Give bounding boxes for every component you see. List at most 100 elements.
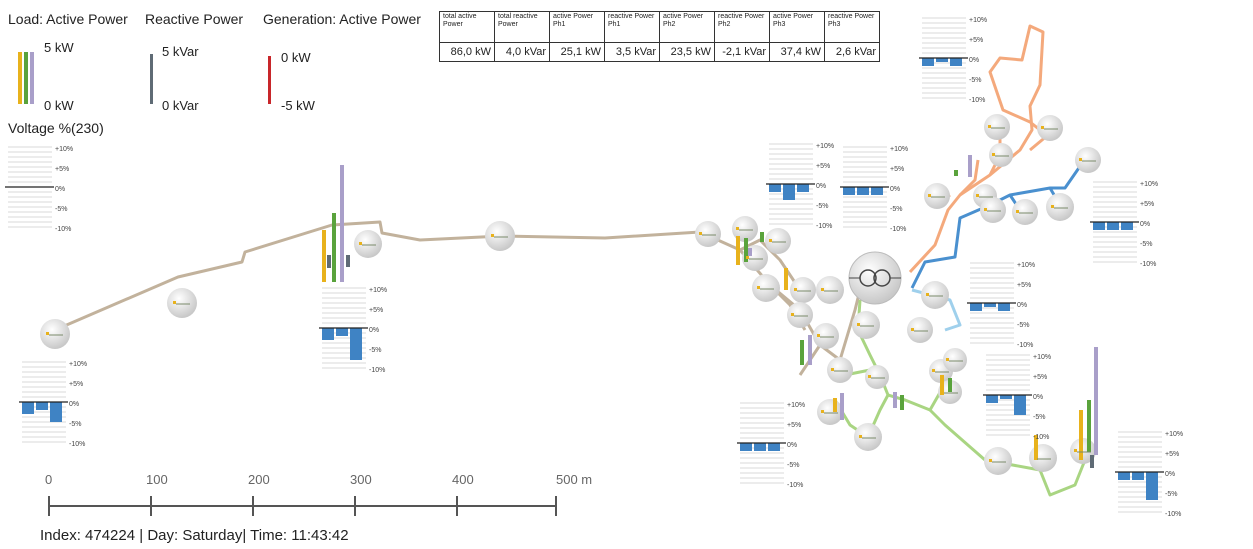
- power-bar: [833, 398, 837, 412]
- voltage-tick-label: 0%: [1017, 302, 1027, 309]
- node-mark: [946, 358, 949, 361]
- scale-bar-line: [48, 505, 556, 507]
- voltage-tick-label: 0%: [890, 186, 900, 193]
- totals-value-cell: 37,4 kW: [769, 42, 825, 62]
- node-icon: [1029, 444, 1057, 472]
- voltage-tick-label: 0%: [1140, 221, 1150, 228]
- node-icon: [354, 230, 382, 258]
- voltage-tick-label: +5%: [1140, 201, 1154, 208]
- power-bar: [340, 165, 344, 282]
- status-line: Index: 474224 | Day: Saturday| Time: 11:…: [40, 527, 349, 544]
- node-icon: [980, 197, 1006, 223]
- node-icon: [854, 423, 882, 451]
- node-icon: [852, 311, 880, 339]
- voltage-tick-label: +10%: [787, 402, 805, 409]
- voltage-tick-label: -5%: [369, 347, 381, 354]
- node-mark: [491, 234, 494, 237]
- node-icon: [924, 183, 950, 209]
- voltage-tick-label: -5%: [1017, 322, 1029, 329]
- voltage-bar: [22, 402, 34, 414]
- voltage-bar: [950, 58, 962, 66]
- totals-value-cell: 2,6 kVar: [824, 42, 880, 62]
- node-mark: [831, 368, 834, 371]
- voltage-bar: [1132, 472, 1144, 480]
- voltage-tick-label: -10%: [369, 367, 385, 374]
- node-mark: [699, 232, 702, 235]
- totals-value-cell: 23,5 kW: [659, 42, 715, 62]
- power-bar: [744, 238, 748, 262]
- voltage-tick-label: +10%: [1165, 431, 1183, 438]
- node-mark: [1041, 126, 1044, 129]
- voltage-bar: [322, 328, 334, 340]
- voltage-tick-label: 0%: [69, 401, 79, 408]
- node-icon: [984, 447, 1012, 475]
- voltage-bar: [1093, 222, 1105, 230]
- totals-header-row: total active Power total reactive Power …: [439, 11, 880, 43]
- node-mark: [821, 410, 824, 413]
- node-icon: [1037, 115, 1063, 141]
- power-bar: [968, 155, 972, 177]
- power-bar: [1094, 347, 1098, 455]
- feeder-line: [958, 159, 980, 197]
- node-icon: [1012, 199, 1038, 225]
- node-icon: [943, 348, 967, 372]
- voltage-tick-label: -5%: [55, 206, 67, 213]
- node-mark: [928, 194, 931, 197]
- voltage-tick-label: +5%: [816, 163, 830, 170]
- node-mark: [794, 288, 797, 291]
- legend-generation-min: -5 kW: [281, 98, 315, 113]
- legend-generation-title: Generation: Active Power: [263, 11, 421, 27]
- voltage-bar: [922, 58, 934, 66]
- scale-label: 400: [452, 472, 474, 487]
- power-bar: [760, 232, 764, 242]
- voltage-bar: [986, 395, 998, 403]
- feeder-line: [908, 24, 1046, 274]
- power-bar: [1087, 400, 1091, 452]
- scale-tick: [354, 496, 356, 516]
- voltage-bar: [1146, 472, 1158, 500]
- node-icon: [695, 221, 721, 247]
- voltage-bar: [984, 303, 996, 307]
- voltage-tick-label: -5%: [1140, 241, 1152, 248]
- voltage-bar: [871, 187, 883, 195]
- legend-generation-max: 0 kW: [281, 50, 311, 65]
- voltage-bar: [936, 58, 948, 62]
- legend-load-title: Load: Active Power: [8, 11, 128, 27]
- power-bar: [800, 340, 804, 365]
- node-mark: [791, 313, 794, 316]
- voltage-bar: [50, 402, 62, 422]
- voltage-bar: [350, 328, 362, 360]
- voltage-bar: [797, 184, 809, 192]
- node-mark: [984, 208, 987, 211]
- voltage-tick-label: +10%: [1017, 262, 1035, 269]
- voltage-tick-label: -10%: [787, 482, 803, 489]
- voltage-tick-label: +5%: [969, 37, 983, 44]
- node-icon: [787, 302, 813, 328]
- legend-load-ph2-bar: [24, 52, 28, 104]
- scale-tick: [48, 496, 50, 516]
- node-icon: [752, 274, 780, 302]
- node-mark: [992, 153, 995, 156]
- voltage-tick-label: 0%: [1033, 394, 1043, 401]
- voltage-tick-label: -5%: [816, 203, 828, 210]
- node-mark: [173, 301, 176, 304]
- voltage-tick-label: +10%: [1140, 181, 1158, 188]
- voltage-tick-label: +5%: [1165, 451, 1179, 458]
- node-icon: [907, 317, 933, 343]
- node-mark: [1051, 205, 1054, 208]
- voltage-bar: [36, 402, 48, 410]
- legend-load-ph3-bar: [30, 52, 34, 104]
- power-bar: [940, 375, 944, 395]
- voltage-tick-label: +10%: [969, 17, 987, 24]
- node-mark: [976, 194, 979, 197]
- power-bar: [1034, 435, 1038, 460]
- node-icon: [1046, 193, 1074, 221]
- voltage-tick-label: +5%: [369, 307, 383, 314]
- voltage-tick-label: 0%: [1165, 471, 1175, 478]
- totals-header-cell: active Power Ph3: [769, 11, 825, 43]
- node-icon: [765, 228, 791, 254]
- legend-reactive-max: 5 kVar: [162, 44, 199, 59]
- totals-header-cell: total active Power: [439, 11, 495, 43]
- legend-load-max: 5 kW: [44, 40, 74, 55]
- voltage-tick-label: 0%: [787, 442, 797, 449]
